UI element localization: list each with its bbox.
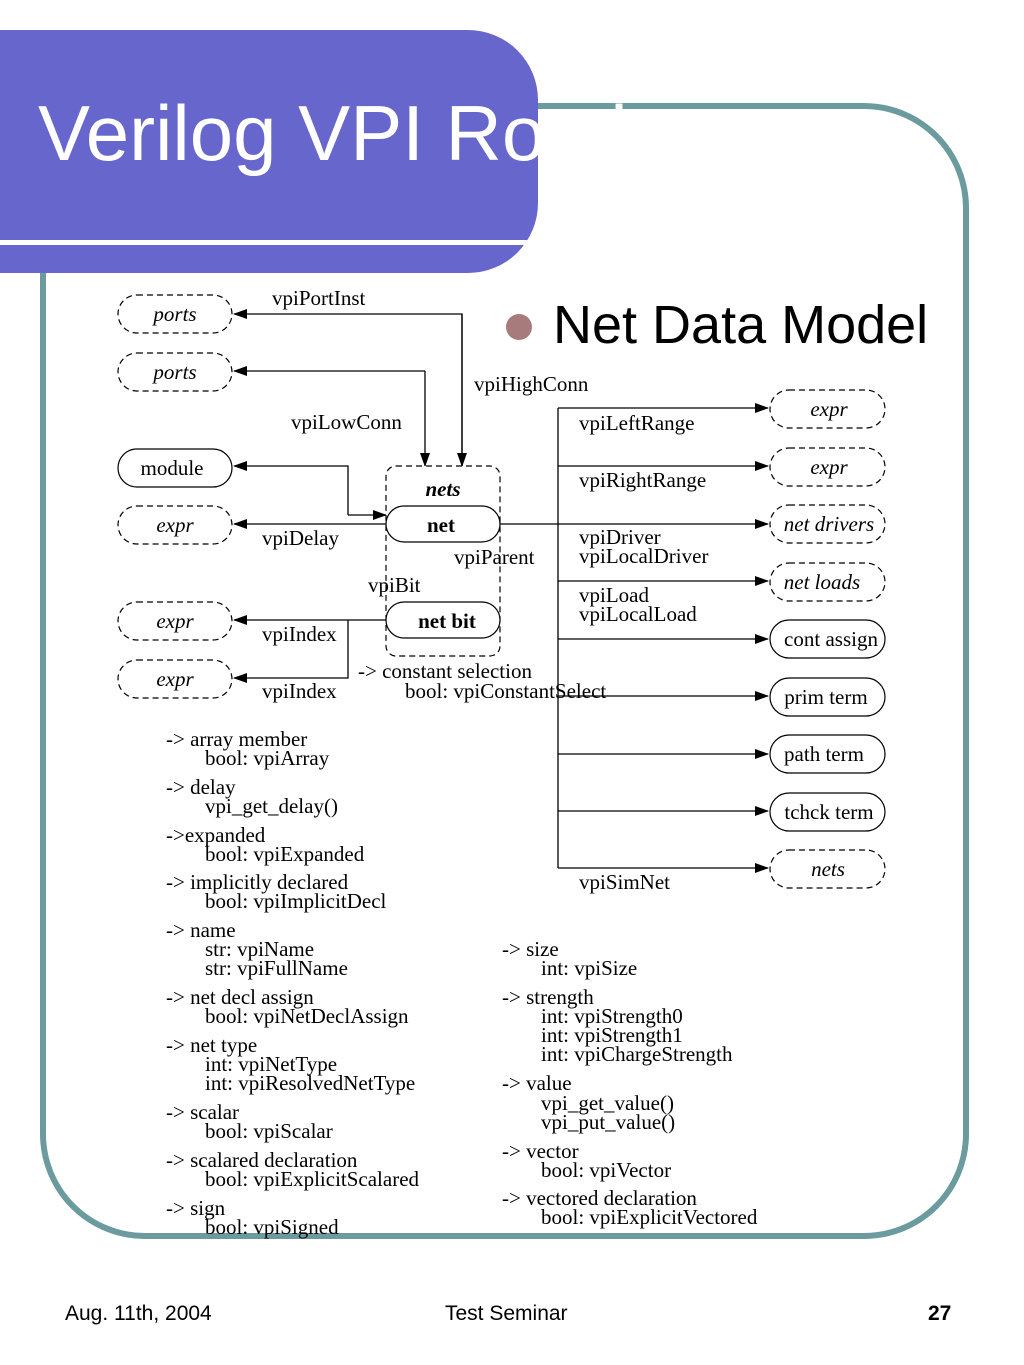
box-path-term [769, 734, 886, 774]
prop-expanded: ->expanded [166, 823, 266, 847]
label-port-inst: vpiPortInst [272, 286, 366, 310]
box-nets-sim [769, 849, 886, 889]
box-net-loads [769, 562, 886, 602]
box-cont-assign [769, 619, 886, 659]
prop-value: -> value [502, 1071, 572, 1095]
box-prim-term-label: prim term [784, 685, 867, 709]
box-ports-2-label: ports [151, 360, 196, 384]
box-expr-right [769, 447, 886, 487]
prop-scalared: -> scalared declaration [166, 1148, 358, 1172]
prop-sign-line: bool: vpiSigned [205, 1215, 339, 1239]
box-path-term-label: path term [784, 742, 864, 766]
box-expr-delay [117, 505, 233, 545]
prop-scalared-line: bool: vpiExplicitScalared [205, 1167, 420, 1191]
prop-scalar-line: bool: vpiScalar [205, 1119, 333, 1143]
box-net-loads-label: net loads [784, 570, 860, 594]
label-index-2: vpiIndex [262, 679, 337, 703]
footer-page-number: 27 [928, 1302, 952, 1325]
prop-scalar: -> scalar [166, 1100, 239, 1124]
edge-index2 [233, 620, 349, 683]
label-constant-select: bool: vpiConstantSelect [405, 679, 606, 703]
prop-name-line-1: str: vpiName [205, 937, 314, 961]
label-left-range: vpiLeftRange [579, 411, 694, 435]
prop-delay: -> delay [166, 775, 236, 799]
prop-vector-line: bool: vpiVector [541, 1158, 671, 1182]
prop-vectored: -> vectored declaration [502, 1186, 697, 1210]
prop-implicit-line: bool: vpiImplicitDecl [205, 889, 387, 913]
prop-delay-line: vpi_get_delay() [205, 794, 338, 818]
prop-strength: -> strength [502, 985, 594, 1009]
prop-strength-line-2: int: vpiStrength1 [541, 1023, 683, 1047]
prop-size-line: int: vpiSize [541, 956, 637, 980]
box-expr-delay-label: expr [156, 513, 194, 537]
box-net-label: net [427, 513, 455, 537]
edge-module [233, 461, 349, 515]
label-parent: vpiParent [454, 545, 535, 569]
prop-vectored-line: bool: vpiExplicitVectored [541, 1205, 758, 1229]
prop-name: -> name [166, 918, 236, 942]
label-bit: vpiBit [368, 573, 421, 597]
box-nets-group-label: nets [425, 477, 460, 501]
prop-value-line-2: vpi_put_value() [541, 1110, 675, 1134]
prop-net-decl-assign-line: bool: vpiNetDeclAssign [205, 1004, 409, 1028]
box-ports-2 [117, 352, 233, 392]
label-driver: vpiDriver [579, 525, 661, 549]
slide-title: Verilog VPI Routines [38, 89, 754, 177]
prop-implicit: -> implicitly declared [166, 870, 349, 894]
box-expr-index-1-label: expr [156, 609, 194, 633]
prop-net-type: -> net type [166, 1033, 257, 1057]
label-sim-net: vpiSimNet [579, 870, 670, 894]
label-local-load: vpiLocalLoad [579, 602, 697, 626]
box-cont-assign-label: cont assign [784, 627, 878, 651]
box-net-bit [385, 601, 501, 639]
footer-event: Test Seminar [445, 1302, 568, 1325]
box-net [385, 505, 501, 543]
box-expr-index-2-label: expr [156, 667, 194, 691]
label-low-conn: vpiLowConn [291, 410, 402, 434]
prop-sign: -> sign [166, 1196, 226, 1220]
label-right-range: vpiRightRange [579, 468, 706, 492]
label-local-driver: vpiLocalDriver [579, 544, 708, 568]
title-underline [0, 240, 538, 245]
box-tchck-term-label: tchck term [784, 800, 873, 824]
prop-name-line-2: str: vpiFullName [205, 956, 348, 980]
prop-array-member: -> array member [166, 727, 307, 751]
box-expr-left [769, 389, 886, 429]
footer-date: Aug. 11th, 2004 [65, 1302, 212, 1325]
box-net-drivers-label: net drivers [784, 512, 874, 536]
box-prim-term [769, 677, 886, 717]
box-net-bit-label: net bit [418, 609, 476, 633]
prop-vector: -> vector [502, 1139, 579, 1163]
box-ports-1 [117, 294, 233, 334]
box-expr-right-label: expr [810, 455, 848, 479]
label-high-conn: vpiHighConn [474, 372, 589, 396]
prop-strength-line-3: int: vpiChargeStrength [541, 1042, 733, 1066]
box-module-label: module [141, 456, 204, 480]
label-index-1: vpiIndex [262, 622, 337, 646]
label-constant-selection: -> constant selection [358, 659, 532, 683]
prop-net-decl-assign: -> net decl assign [166, 985, 314, 1009]
prop-net-type-line-2: int: vpiResolvedNetType [205, 1071, 415, 1095]
box-net-drivers [769, 504, 886, 544]
label-load: vpiLoad [579, 583, 649, 607]
bullet-icon [506, 314, 532, 340]
prop-strength-line-1: int: vpiStrength0 [541, 1004, 683, 1028]
box-module [117, 448, 233, 488]
prop-value-line-1: vpi_get_value() [541, 1091, 674, 1115]
box-expr-index-1 [117, 601, 233, 641]
prop-size: -> size [502, 937, 559, 961]
prop-expanded-line: bool: vpiExpanded [205, 842, 365, 866]
title-bar [0, 30, 538, 273]
box-tchck-term [769, 792, 886, 832]
box-expr-index-2 [117, 659, 233, 699]
box-ports-1-label: ports [151, 302, 196, 326]
prop-array-member-line: bool: vpiArray [205, 746, 330, 770]
bullet-text: Net Data Model [553, 295, 929, 355]
box-expr-left-label: expr [810, 397, 848, 421]
label-delay: vpiDelay [262, 526, 339, 550]
prop-net-type-line-1: int: vpiNetType [205, 1052, 337, 1076]
box-nets-sim-label: nets [811, 857, 845, 881]
